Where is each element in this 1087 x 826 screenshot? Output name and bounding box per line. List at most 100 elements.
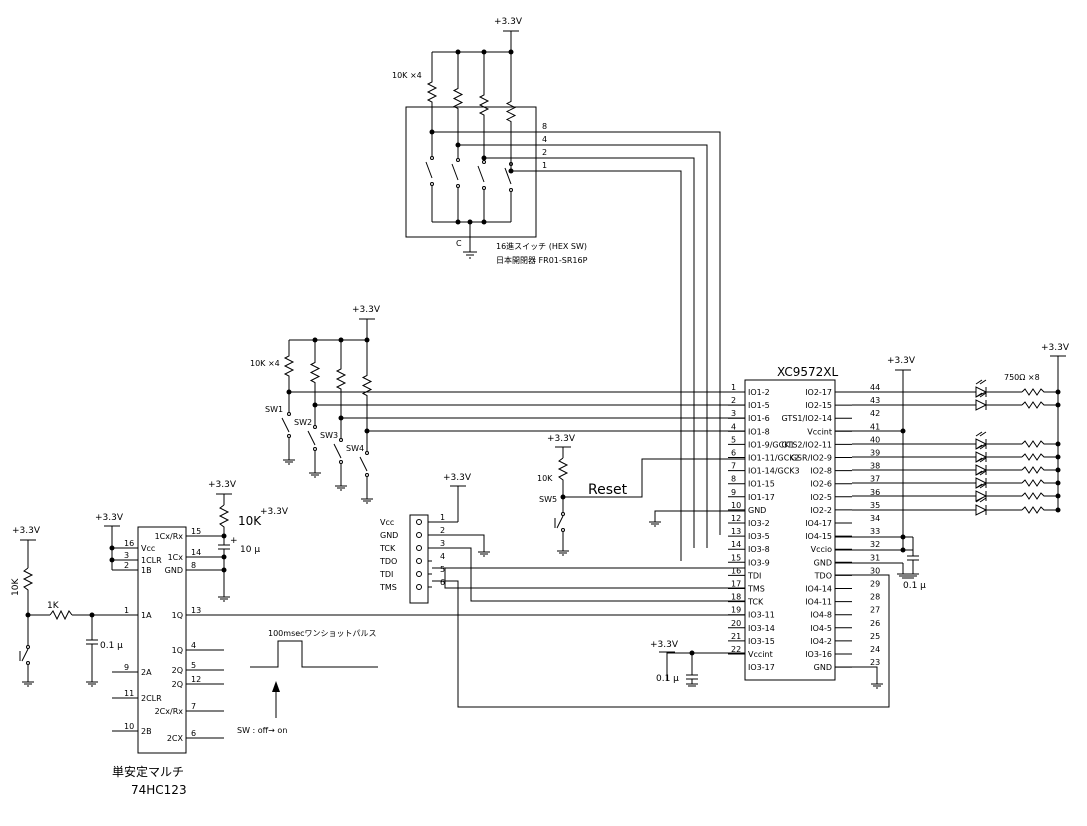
cpld-right-pin-num: 42 xyxy=(870,409,880,418)
cpld-right-pin-num: 41 xyxy=(870,422,880,431)
mono-right-pin-label: 1Cx xyxy=(168,553,184,562)
jtag-pin-num: 2 xyxy=(440,526,445,535)
mono-right-pin-num: 6 xyxy=(191,729,196,738)
cpld-left-pin-num: 17 xyxy=(731,580,741,589)
pulse-title: 100msecワンショットパルス xyxy=(268,629,377,638)
cpld-right-pin-num: 32 xyxy=(870,540,880,549)
reset-section: +3.3V 10K SW5 Reset xyxy=(537,434,745,556)
cpld-left-pin-label: IO1-5 xyxy=(748,401,770,410)
rt-label: 10K xyxy=(238,514,262,528)
cpld-right-pin-num: 36 xyxy=(870,488,880,497)
cpld-right-pin-label: GND xyxy=(814,558,832,567)
pulse-note: SW : off→ on xyxy=(237,726,287,735)
mono-left-pin-num: 10 xyxy=(124,722,134,731)
cpld-name: XC9572XL xyxy=(777,365,838,379)
cpld-left-pin-label: IO3-15 xyxy=(748,637,775,646)
cpld-left-pin-label: IO1-15 xyxy=(748,480,775,489)
reset-resistor-label: 10K xyxy=(537,474,553,483)
vccint-supply-label: +3.3V xyxy=(650,640,679,650)
cpld-left-pin-label: TCK xyxy=(747,598,764,607)
in-supply-label: +3.3V xyxy=(12,526,41,536)
mono-right-pin-label: 2Q xyxy=(172,666,183,675)
cpld-right-pin-label: GSR/IO2-9 xyxy=(791,454,832,463)
cpld-left-pin-label: IO1-11/GCK2 xyxy=(748,454,800,463)
cpld-right-pin-num: 37 xyxy=(870,475,880,484)
rt-supply2-label: +3.3V xyxy=(260,507,289,517)
sw1-label: SW1 xyxy=(265,405,283,414)
jtag-pin-num: 4 xyxy=(440,552,445,561)
cpld-left-pin-num: 21 xyxy=(731,632,741,641)
cpld-right-pin-num: 27 xyxy=(870,606,880,615)
mono-right-pin-num: 14 xyxy=(191,548,201,557)
hex-pin-8: 8 xyxy=(542,122,547,131)
sw2-label: SW2 xyxy=(294,418,312,427)
cpld-left-pin-num: 4 xyxy=(731,422,736,431)
hex-supply-label: +3.3V xyxy=(494,17,523,27)
reset-label: Reset xyxy=(588,482,628,498)
mono-left-pin-label: 1A xyxy=(141,611,152,620)
cpld-left-pin-num: 5 xyxy=(731,435,736,444)
cpld-right-pin-label: GTS1/IO2-14 xyxy=(782,414,832,423)
cpld-left-pin-label: IO1-9/GCK1 xyxy=(748,440,795,449)
cpld-chip: XC9572XL 1IO1-22IO1-53IO1-64IO1-85IO1-9/… xyxy=(432,356,926,708)
cpld-right-pin-label: IO2-2 xyxy=(810,506,832,515)
cpld-right-pin-num: 25 xyxy=(870,632,880,641)
cpld-left-pin-label: GND xyxy=(748,506,766,515)
hex-switch-part: 日本開閉器 FR01-SR16P xyxy=(496,255,588,265)
mono-name: 単安定マルチ xyxy=(112,764,184,779)
cpld-left-pin-label: IO3-8 xyxy=(748,545,770,554)
cpld-right-pin-num: 30 xyxy=(870,566,880,575)
cap-plus: + xyxy=(230,536,238,546)
cpld-left-pin-label: IO1-14/GCK3 xyxy=(748,467,800,476)
mono-right-pin-num: 13 xyxy=(191,606,201,615)
mono-right-pin-label: 1Q xyxy=(172,646,183,655)
cpld-left-pin-num: 8 xyxy=(731,475,736,484)
led-supply-label: +3.3V xyxy=(1041,343,1070,353)
mono-part: 74HC123 xyxy=(131,783,187,797)
mono-multi-section: 単安定マルチ 74HC123 16Vcc31CLR21B11A92A112CLR… xyxy=(11,480,745,797)
reset-sw-label: SW5 xyxy=(539,495,557,504)
vccint-cap-label: 0.1 μ xyxy=(656,674,679,684)
jtag-pin-num: 1 xyxy=(440,513,445,522)
hex-switch-section: +3.3V 10K ×4 C 16進スイッチ (HEX SW) 日本開閉器 FR… xyxy=(392,17,721,561)
jtag-pin-label: TCK xyxy=(379,544,396,553)
cpld-right-pin-label: IO3-16 xyxy=(805,650,832,659)
cpld-right-pin-label: IO4-14 xyxy=(805,585,832,594)
jtag-pin-label: Vcc xyxy=(380,518,394,527)
sw-supply-label: +3.3V xyxy=(352,305,381,315)
cpld-right-pin-num: 23 xyxy=(870,658,880,667)
mono-right-pin-label: 1Cx/Rx xyxy=(155,532,184,541)
cpld-right-pin-num: 24 xyxy=(870,645,880,654)
mono-right-pin-label: 2CX xyxy=(167,734,184,743)
jtag-pin-label: TDO xyxy=(379,557,397,566)
cpld-right-pin-label: IO2-17 xyxy=(805,388,832,397)
mono-right-pin-label: GND xyxy=(165,566,183,575)
cpld-left-pin-label: IO3-5 xyxy=(748,532,770,541)
cpld-left-pin-num: 6 xyxy=(731,449,736,458)
mono-left-pin-num: 16 xyxy=(124,539,134,548)
hex-pullup-label: 10K ×4 xyxy=(392,71,422,80)
cpld-right-pin-label: IO2-6 xyxy=(810,480,832,489)
jtag-pin-label: TDI xyxy=(379,570,393,579)
cpld-left-pin-num: 2 xyxy=(731,396,736,405)
jtag-pin-num: 3 xyxy=(440,539,445,548)
ct-label: 10 μ xyxy=(240,545,260,555)
mono-left-pin-label: 2A xyxy=(141,668,152,677)
hex-switch-box xyxy=(405,106,537,238)
mono-right-pin-num: 12 xyxy=(191,675,201,684)
cpld-left-pin-label: IO1-2 xyxy=(748,388,770,397)
jtag-supply-label: +3.3V xyxy=(443,473,472,483)
cpld-body xyxy=(744,379,836,681)
cpld-right-pin-label: GND xyxy=(814,663,832,672)
cpld-left-pin-num: 14 xyxy=(731,540,741,549)
cpld-left-pin-label: IO3-17 xyxy=(748,663,775,672)
cpld-left-pin-label: TDI xyxy=(747,571,761,580)
cpld-left-pin-label: IO1-6 xyxy=(748,414,770,423)
cpld-left-pin-num: 10 xyxy=(731,501,741,510)
cpld-left-pin-num: 19 xyxy=(731,606,741,615)
cpld-right-pin-label: IO4-2 xyxy=(810,637,832,646)
cpld-left-pin-num: 9 xyxy=(731,488,736,497)
cpld-left-pin-num: 3 xyxy=(731,409,736,418)
cpld-right-pin-num: 43 xyxy=(870,396,880,405)
mono-right-pin-num: 5 xyxy=(191,661,196,670)
